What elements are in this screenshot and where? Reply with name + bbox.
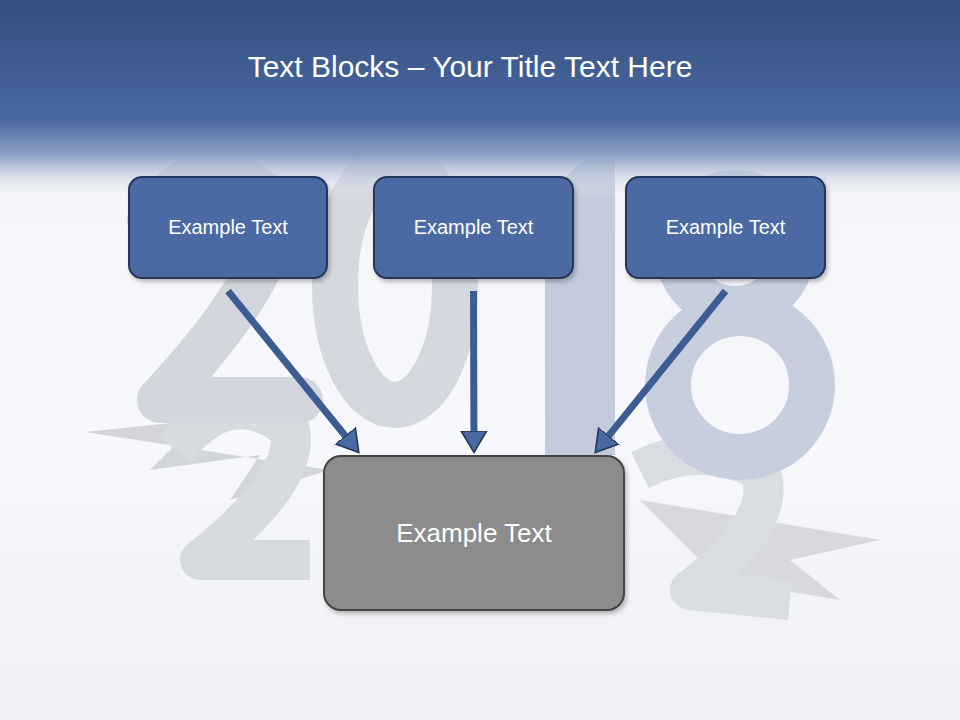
arrow-connector	[470, 291, 477, 432]
box-label: Example Text	[396, 518, 552, 549]
text-block-box: Example Text	[373, 176, 574, 279]
box-label: Example Text	[168, 216, 288, 239]
arrow-connector	[228, 291, 346, 437]
box-label: Example Text	[666, 216, 786, 239]
box-label: Example Text	[414, 216, 534, 239]
fallen-digit	[175, 409, 310, 560]
fallen-digit	[640, 455, 790, 600]
arrow-connector	[608, 291, 726, 437]
text-block-box: Example Text	[625, 176, 826, 279]
result-box: Example Text	[323, 455, 625, 611]
slide-title: Text Blocks – Your Title Text Here	[0, 50, 940, 84]
text-block-box: Example Text	[128, 176, 328, 279]
header-band	[0, 0, 960, 200]
